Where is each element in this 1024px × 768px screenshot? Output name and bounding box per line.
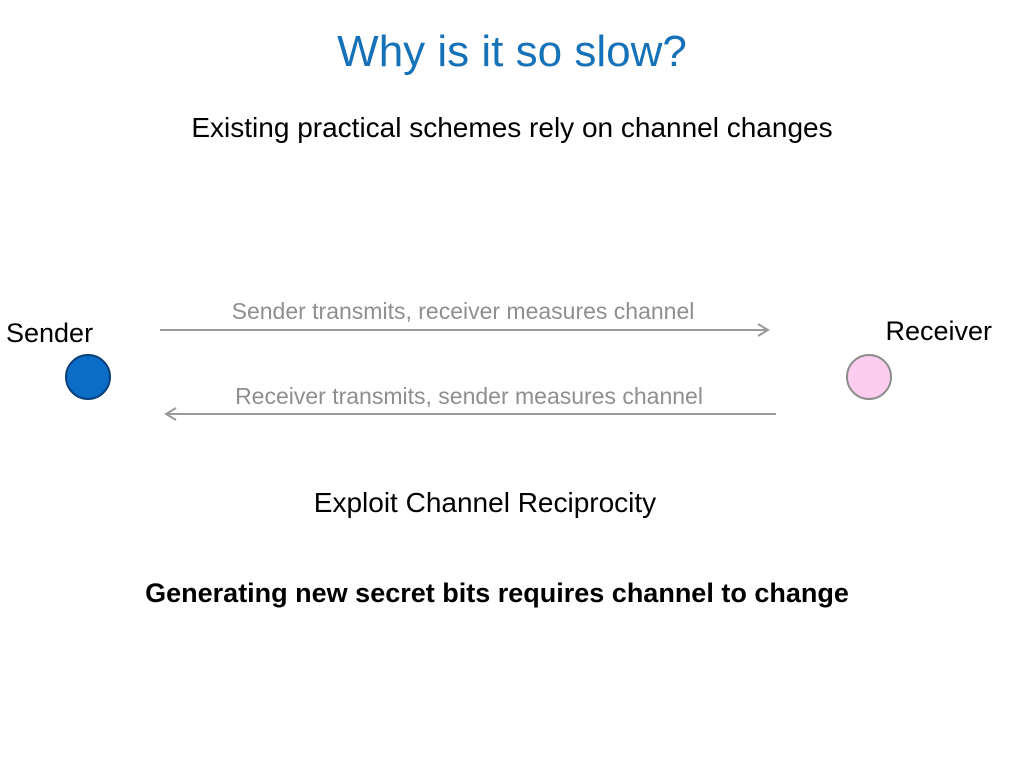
sender-node-circle xyxy=(65,354,111,400)
forward-arrow-head xyxy=(757,323,770,337)
slide-subtitle: Existing practical schemes rely on chann… xyxy=(191,112,833,143)
slide-title: Why is it so slow? xyxy=(337,27,687,76)
sender-label: Sender xyxy=(6,318,94,348)
conclusion-text: Generating new secret bits requires chan… xyxy=(145,578,849,608)
reciprocity-caption: Exploit Channel Reciprocity xyxy=(313,487,657,518)
receiver-label: Receiver xyxy=(885,316,992,346)
forward-arrow-label: Sender transmits, receiver measures chan… xyxy=(231,298,695,324)
backward-arrow xyxy=(164,407,776,421)
backward-arrow-head xyxy=(164,407,177,421)
receiver-node-circle xyxy=(846,354,892,400)
forward-arrow xyxy=(160,323,770,337)
backward-arrow-label: Receiver transmits, sender measures chan… xyxy=(235,383,703,409)
